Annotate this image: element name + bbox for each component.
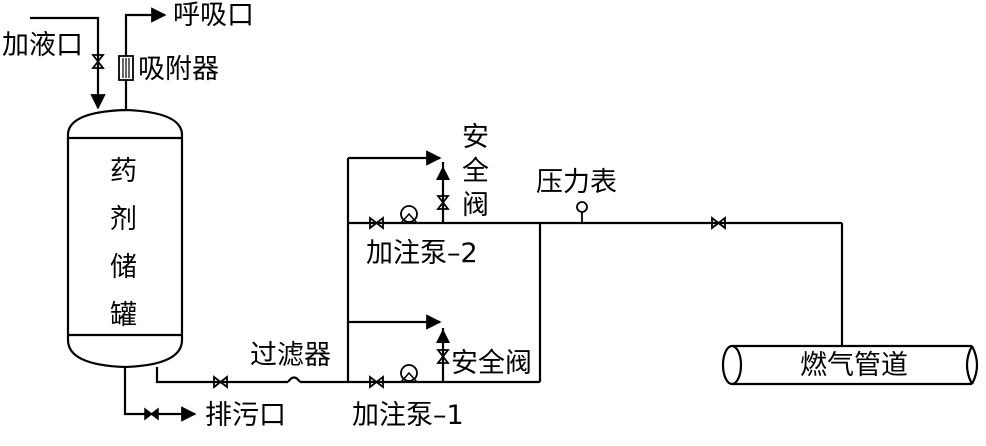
outlet-valve-icon [213, 375, 228, 389]
adsorber-icon [118, 55, 134, 81]
tank-label-1: 药 [110, 156, 137, 187]
outlet-line [155, 367, 348, 384]
liquid-inlet-line [30, 16, 106, 110]
breathing-port-label: 呼吸口 [173, 0, 254, 31]
pressure-gauge-label: 压力表 [536, 167, 617, 198]
safety-valve-top-label-2: 全 [462, 156, 489, 187]
safety-valve-top-icon [436, 166, 450, 210]
pump2-valve-icon [369, 216, 384, 230]
adsorber-label: 吸附器 [138, 54, 219, 85]
tank-label-2: 剂 [110, 204, 137, 235]
safety-valve-bottom-icon [436, 329, 450, 364]
gas-feed-valve-icon [711, 216, 726, 230]
pump2-label: 加注泵–2 [366, 238, 478, 269]
pressure-gauge-icon [576, 201, 588, 223]
drain-line [123, 367, 197, 422]
drain-label: 排污口 [205, 400, 286, 431]
tank-label-3: 储 [110, 252, 137, 283]
inlet-valve-icon [91, 54, 105, 69]
storage-tank [66, 108, 184, 369]
gas-pipeline [721, 344, 979, 386]
safety-valve-top-label-3: 阀 [462, 190, 489, 221]
pump1-label: 加注泵–1 [352, 400, 464, 431]
gas-pipeline-label: 燃气管道 [800, 350, 908, 381]
tank-label-4: 罐 [110, 300, 137, 331]
filter-label: 过滤器 [250, 340, 331, 371]
drain-valve-icon [144, 407, 159, 421]
pump2-icon [399, 205, 419, 224]
liquid-inlet-label: 加液口 [2, 30, 83, 61]
safety-valve-top-label-1: 安 [462, 122, 489, 153]
safety-valve-bottom-label: 安全阀 [451, 348, 532, 379]
pump1-icon [399, 364, 419, 383]
pump1-valve-icon [369, 375, 384, 389]
